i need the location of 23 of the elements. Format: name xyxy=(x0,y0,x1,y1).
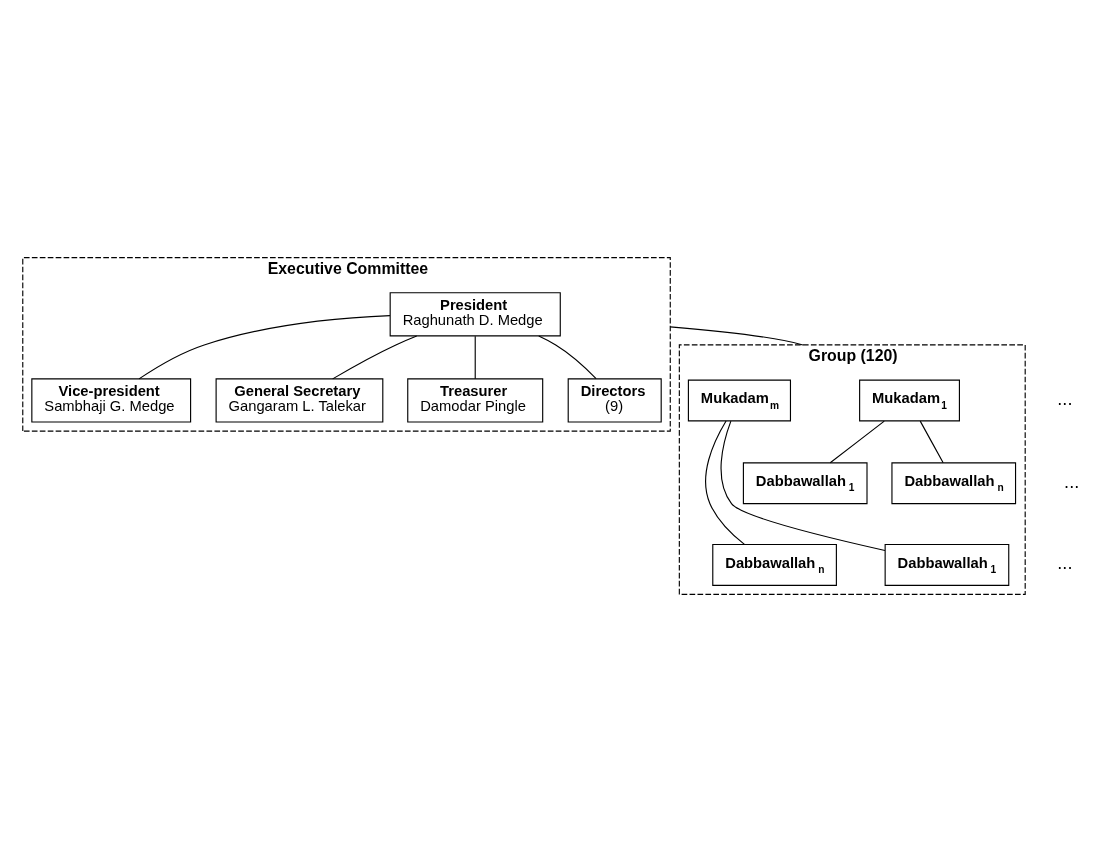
node-box: Dabbawallah$_{n}$ xyxy=(712,543,837,586)
label: ... xyxy=(1064,471,1080,492)
connector xyxy=(138,315,391,380)
node-box: Treasurer Damodar Pingle xyxy=(407,378,544,423)
connector xyxy=(829,420,885,464)
connector xyxy=(332,335,418,380)
node-box: Mukadam$_{m}$ xyxy=(687,379,792,422)
connector xyxy=(705,420,745,545)
connector xyxy=(919,420,944,464)
node-box: Vice-president Sambhaji G. Medge xyxy=(31,378,192,423)
node-box: Mukadam$_{1}$ xyxy=(859,379,960,422)
connector xyxy=(669,326,804,346)
connector xyxy=(538,335,597,380)
node-box: Dabbawallah$_{n}$ xyxy=(891,462,1017,505)
node-box: Directors (9) xyxy=(567,378,662,423)
node-box: Dabbawallah$_{1}$ xyxy=(884,543,1010,586)
label: ... xyxy=(1057,553,1073,574)
connector xyxy=(720,420,886,552)
connector xyxy=(474,335,476,380)
node-box: Dabbawallah$_{1}$ xyxy=(742,462,868,505)
node-box: President Raghunath D. Medge xyxy=(389,292,561,337)
label: ... xyxy=(1057,388,1073,409)
node-box: General Secretary Gangaram L. Talekar xyxy=(215,378,384,423)
